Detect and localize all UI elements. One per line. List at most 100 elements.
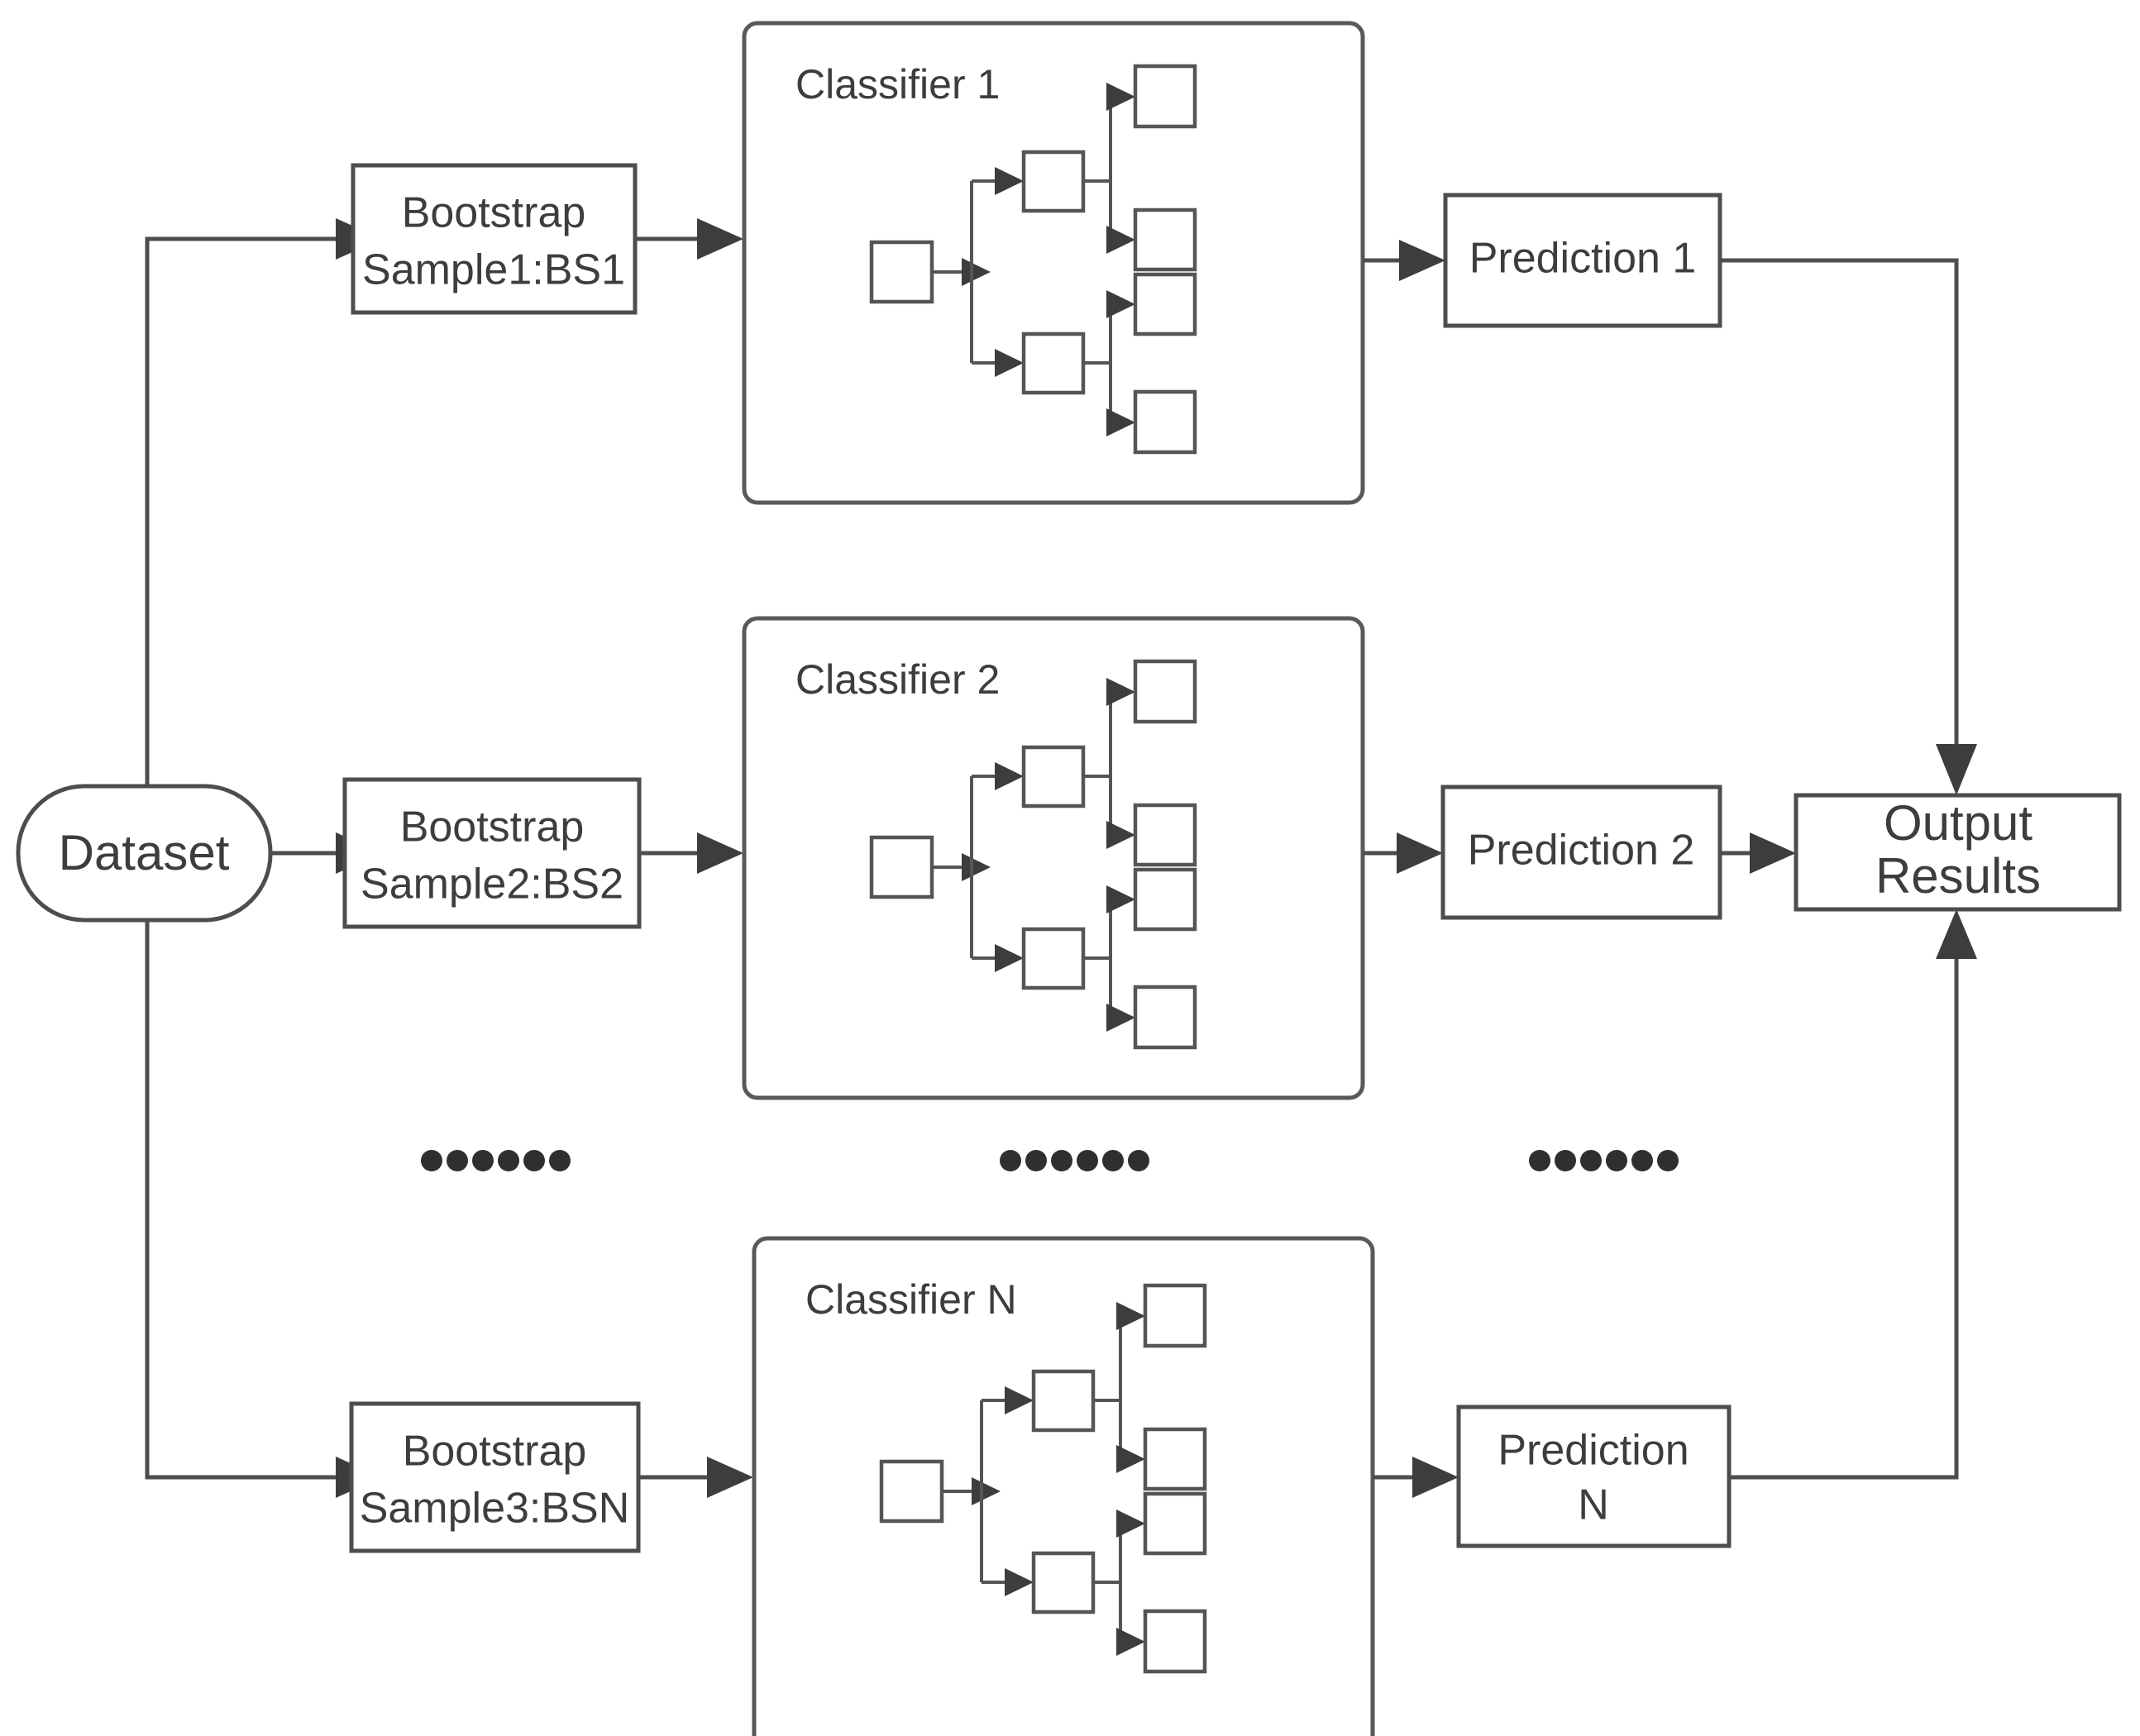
bootstrap-sample-label-1-line2: Sample1:BS1 (362, 246, 625, 294)
classifier-group-label-1: Classifier 1 (795, 61, 1000, 107)
tree-internal-node-lower-2 (1021, 927, 1086, 990)
ellipsis-dot (447, 1150, 468, 1171)
tree-root-node-2 (869, 835, 934, 899)
tree-leaf-node-1-2 (1133, 659, 1197, 724)
dataset-node[interactable]: Dataset (16, 784, 273, 923)
bootstrap-sample-box-1[interactable]: Bootstrap Sample1:BS1 (351, 163, 638, 315)
arrowhead-leaf-1-n (1116, 1302, 1145, 1330)
arrowhead-prediction-2-in (1397, 832, 1443, 874)
arrowhead-internal-lower-2 (995, 944, 1024, 972)
ellipsis-dot (421, 1150, 442, 1171)
dataset-label: Dataset (59, 825, 230, 880)
ellipsis-dot (1051, 1150, 1072, 1171)
prediction-label-1: Prediction 1 (1469, 235, 1697, 283)
ellipsis-dot (498, 1150, 519, 1171)
tree-leaf-node-2-n (1143, 1427, 1207, 1491)
bootstrap-sample-label-n-line1: Bootstrap (403, 1428, 587, 1476)
ellipsis-dot (1580, 1150, 1602, 1171)
tree-leaf-node-2-2 (1133, 803, 1197, 867)
tree-internal-node-upper-n (1031, 1369, 1096, 1433)
classifier-group-1[interactable]: Classifier 1 (742, 21, 1365, 505)
ellipsis-dot (523, 1150, 545, 1171)
ellipsis-dot (1529, 1150, 1550, 1171)
arrowhead-prediction-1-in (1399, 240, 1445, 281)
arrowhead-tree-root-n (972, 1477, 1001, 1505)
arrowhead-classifier-1-in (697, 218, 743, 260)
arrowhead-internal-upper-2 (995, 762, 1024, 790)
ellipsis-dot (1025, 1150, 1047, 1171)
tree-leaf-node-2-1 (1133, 207, 1197, 272)
tree-internal-node-upper-2 (1021, 745, 1086, 808)
arrowhead-internal-upper-1 (995, 167, 1024, 195)
output-results-label-line2: Results (1875, 848, 2041, 904)
ellipsis-bootstrap-column (421, 1150, 571, 1171)
arrowhead-tree-root-2 (962, 853, 991, 881)
arrowhead-tree-root-1 (962, 258, 991, 286)
arrowhead-leaf-4-1 (1106, 408, 1135, 436)
bootstrap-sample-label-2-line1: Bootstrap (400, 804, 585, 851)
ellipsis-prediction-column (1529, 1150, 1679, 1171)
bootstrap-sample-box-n[interactable]: Bootstrap Sample3:BSN (349, 1401, 641, 1553)
arrowhead-leaf-1-2 (1106, 678, 1135, 706)
classifier-group-shape-1 (742, 21, 1365, 505)
classifier-group-label-n: Classifier N (805, 1276, 1017, 1323)
ellipsis-dot (549, 1150, 571, 1171)
bootstrap-sample-label-1-line1: Bootstrap (402, 189, 586, 237)
bus-branch-bottom (145, 853, 336, 1480)
output-results-label-line1: Output (1884, 795, 2033, 851)
bootstrap-sample-shape-2 (342, 777, 642, 929)
bootstrap-sample-box-2[interactable]: Bootstrap Sample2:BS2 (342, 777, 642, 929)
tree-internal-node-upper-1 (1021, 150, 1086, 213)
arrowhead-internal-lower-1 (995, 349, 1024, 377)
arrowhead-leaf-2-n (1116, 1445, 1145, 1473)
tree-root-node-n (879, 1459, 944, 1524)
prediction-shape-2 (1440, 785, 1722, 920)
classifier-group-shape-n (752, 1236, 1375, 1736)
tree-leaf-node-4-1 (1133, 389, 1197, 455)
ellipsis-dot (1128, 1150, 1149, 1171)
arrowhead-leaf-2-2 (1106, 821, 1135, 849)
connector-prediction-2-to-output (1720, 832, 1796, 874)
ellipsis-dot (1657, 1150, 1679, 1171)
arrowhead-prediction-n-in (1412, 1457, 1459, 1498)
tree-leaf-node-3-n (1143, 1491, 1207, 1556)
prediction-box-n[interactable]: Prediction N (1456, 1405, 1732, 1548)
classifier-group-2[interactable]: Classifier 2 (742, 616, 1365, 1100)
connector-prediction-1-to-output (1720, 258, 1977, 795)
connector-classifier-2-to-prediction-2 (1363, 832, 1443, 874)
prediction-label-2: Prediction 2 (1468, 827, 1695, 875)
prediction-box-2[interactable]: Prediction 2 (1440, 785, 1722, 920)
ellipsis-dot (472, 1150, 494, 1171)
connector-prediction-n-to-output (1729, 909, 1977, 1480)
connector-classifier-1-to-prediction-1 (1363, 240, 1445, 281)
tree-node-shape (869, 240, 934, 304)
arrowhead-leaf-1-1 (1106, 83, 1135, 111)
prediction-label-n-line2: N (1578, 1481, 1609, 1529)
tree-leaf-node-1-n (1143, 1283, 1207, 1348)
output-results-box[interactable]: Output Results (1794, 793, 2122, 912)
arrowhead-leaf-3-n (1116, 1509, 1145, 1538)
ellipsis-dot (1606, 1150, 1627, 1171)
prediction-box-1[interactable]: Prediction 1 (1443, 193, 1722, 328)
tree-root-node-1 (869, 240, 934, 304)
arrowhead-output-bottom (1936, 909, 1977, 959)
arrowhead-leaf-4-n (1116, 1628, 1145, 1656)
arrowhead-internal-lower-n (1005, 1568, 1034, 1596)
classifier-group-n[interactable]: Classifier N (752, 1236, 1375, 1736)
tree-leaf-node-4-2 (1133, 985, 1197, 1050)
connector-bootstrap-n-to-classifier-n (638, 1457, 753, 1498)
prediction-label-n-line1: Prediction (1498, 1427, 1689, 1475)
output-results-shape (1794, 793, 2122, 912)
bootstrap-sample-label-2-line2: Sample2:BS2 (361, 861, 623, 909)
connector-line (1729, 959, 1959, 1480)
bus-branch-top (145, 236, 336, 853)
bootstrap-sample-label-n-line2: Sample3:BSN (360, 1485, 630, 1533)
ellipsis-dot (1102, 1150, 1124, 1171)
arrowhead-output-left (1750, 832, 1796, 874)
classifier-group-label-2: Classifier 2 (795, 656, 1000, 703)
bootstrap-sample-shape-n (349, 1401, 641, 1553)
tree-leaf-node-4-n (1143, 1609, 1207, 1674)
prediction-shape-1 (1443, 193, 1722, 328)
arrowhead-output-top (1936, 744, 1977, 795)
ellipsis-dot (1077, 1150, 1098, 1171)
